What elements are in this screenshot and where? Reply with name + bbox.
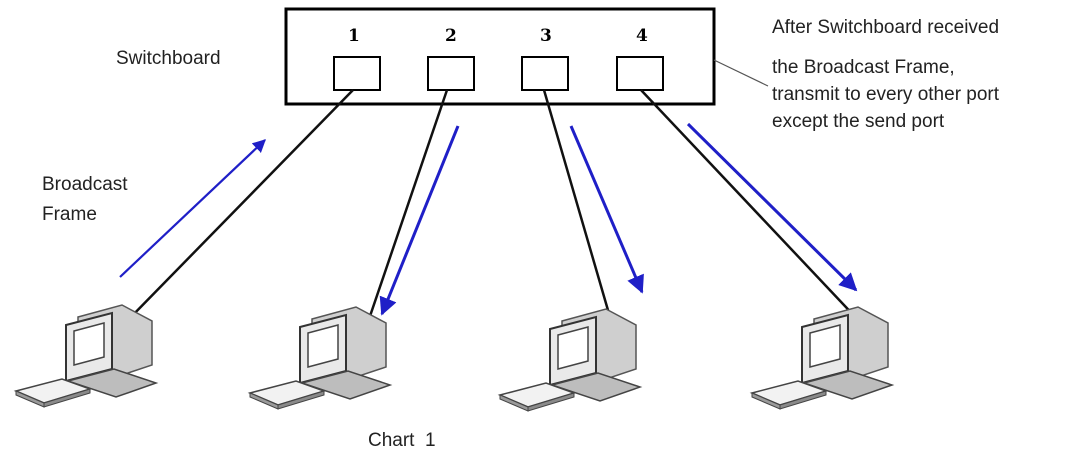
cable-port-4 [640,89,861,323]
desktop-computer-icon [15,304,157,408]
annotation-line-3: transmit to every other port [772,84,1000,105]
port-number-3: 3 [540,26,552,46]
forward-arrow-port-4 [686,122,858,292]
caption: Chart 1 [368,430,436,451]
switchboard-label: Switchboard [116,48,221,69]
cable-port-1 [127,89,354,321]
annotation-leader-line [713,59,769,87]
port-number-4: 4 [636,26,648,46]
forward-arrow-port-3 [569,125,644,294]
annotation-line-1: After Switchboard received [772,17,999,38]
switch-port-icon [616,56,664,91]
broadcast-frame-label-line-1: Broadcast [42,174,128,195]
annotation-line-2: the Broadcast Frame, [772,57,955,78]
switch-port-icon [427,56,475,91]
annotation-line-4: except the send port [772,111,945,132]
switch-port-icon [521,56,569,91]
switch-port-icon [333,56,381,91]
cable-port-2 [366,89,449,323]
desktop-computer-icon [499,308,641,412]
port-number-2: 2 [445,26,457,46]
broadcast-frame-label-line-2: Frame [42,204,97,225]
cable-port-3 [542,89,614,325]
port-number-1: 1 [348,26,360,46]
desktop-computer-icon [751,306,893,410]
broadcast-arrow-up [119,139,266,278]
desktop-computer-icon [249,306,391,410]
forward-arrow-port-2 [379,125,460,316]
